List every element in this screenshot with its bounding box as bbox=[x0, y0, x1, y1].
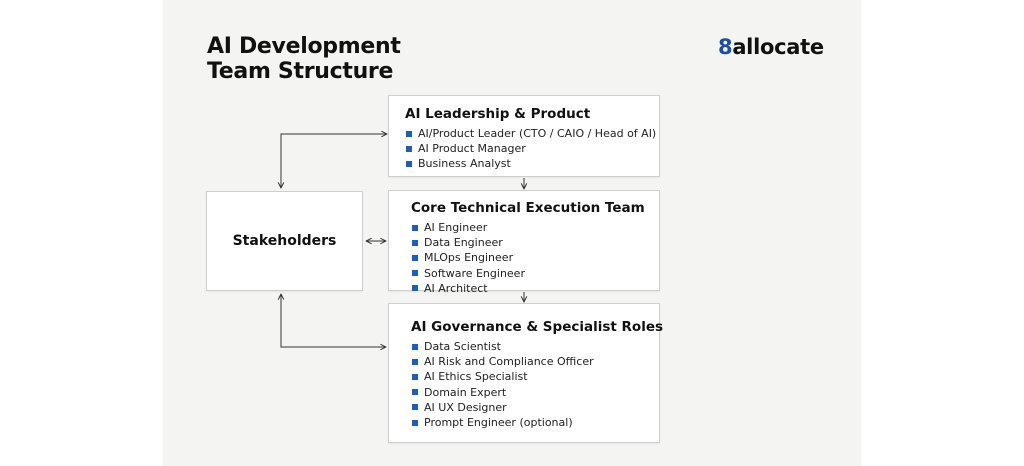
core-team-roles: AI Engineer Data Engineer MLOps Engineer… bbox=[411, 220, 659, 296]
role-item: AI/Product Leader (CTO / CAIO / Head of … bbox=[405, 126, 659, 141]
role-item: Business Analyst bbox=[405, 156, 659, 171]
leadership-roles: AI/Product Leader (CTO / CAIO / Head of … bbox=[405, 126, 659, 172]
stakeholders-label: Stakeholders bbox=[232, 233, 337, 249]
role-item: Prompt Engineer (optional) bbox=[411, 415, 659, 430]
title-line-2: Team Structure bbox=[207, 59, 394, 84]
stakeholders-box: Stakeholders bbox=[206, 191, 363, 291]
brand-logo: 8allocate bbox=[718, 35, 824, 59]
role-item: AI Engineer bbox=[411, 220, 659, 235]
title-line-1: AI Development bbox=[207, 34, 401, 59]
role-item: Data Scientist bbox=[411, 339, 659, 354]
role-item: AI Risk and Compliance Officer bbox=[411, 354, 659, 369]
role-item: AI Architect bbox=[411, 281, 659, 296]
role-item: Data Engineer bbox=[411, 235, 659, 250]
logo-text: allocate bbox=[732, 35, 824, 59]
core-team-title: Core Technical Execution Team bbox=[411, 200, 645, 216]
logo-number: 8 bbox=[718, 35, 733, 59]
role-item: AI Ethics Specialist bbox=[411, 369, 659, 384]
role-item: AI Product Manager bbox=[405, 141, 659, 156]
role-item: MLOps Engineer bbox=[411, 250, 659, 265]
role-item: Domain Expert bbox=[411, 385, 659, 400]
leadership-box: AI Leadership & Product AI/Product Leade… bbox=[388, 95, 660, 177]
role-item: AI UX Designer bbox=[411, 400, 659, 415]
page-title: AI Development Team Structure bbox=[207, 34, 401, 84]
role-item: Software Engineer bbox=[411, 266, 659, 281]
governance-title: AI Governance & Specialist Roles bbox=[411, 319, 664, 335]
governance-roles: Data Scientist AI Risk and Compliance Of… bbox=[411, 339, 659, 430]
connector-stakeholders-leadership bbox=[281, 134, 387, 188]
connector-governance-stakeholders bbox=[281, 294, 386, 347]
governance-box: AI Governance & Specialist Roles Data Sc… bbox=[388, 303, 664, 443]
core-team-box: Core Technical Execution Team AI Enginee… bbox=[388, 190, 660, 295]
leadership-title: AI Leadership & Product bbox=[405, 106, 591, 122]
